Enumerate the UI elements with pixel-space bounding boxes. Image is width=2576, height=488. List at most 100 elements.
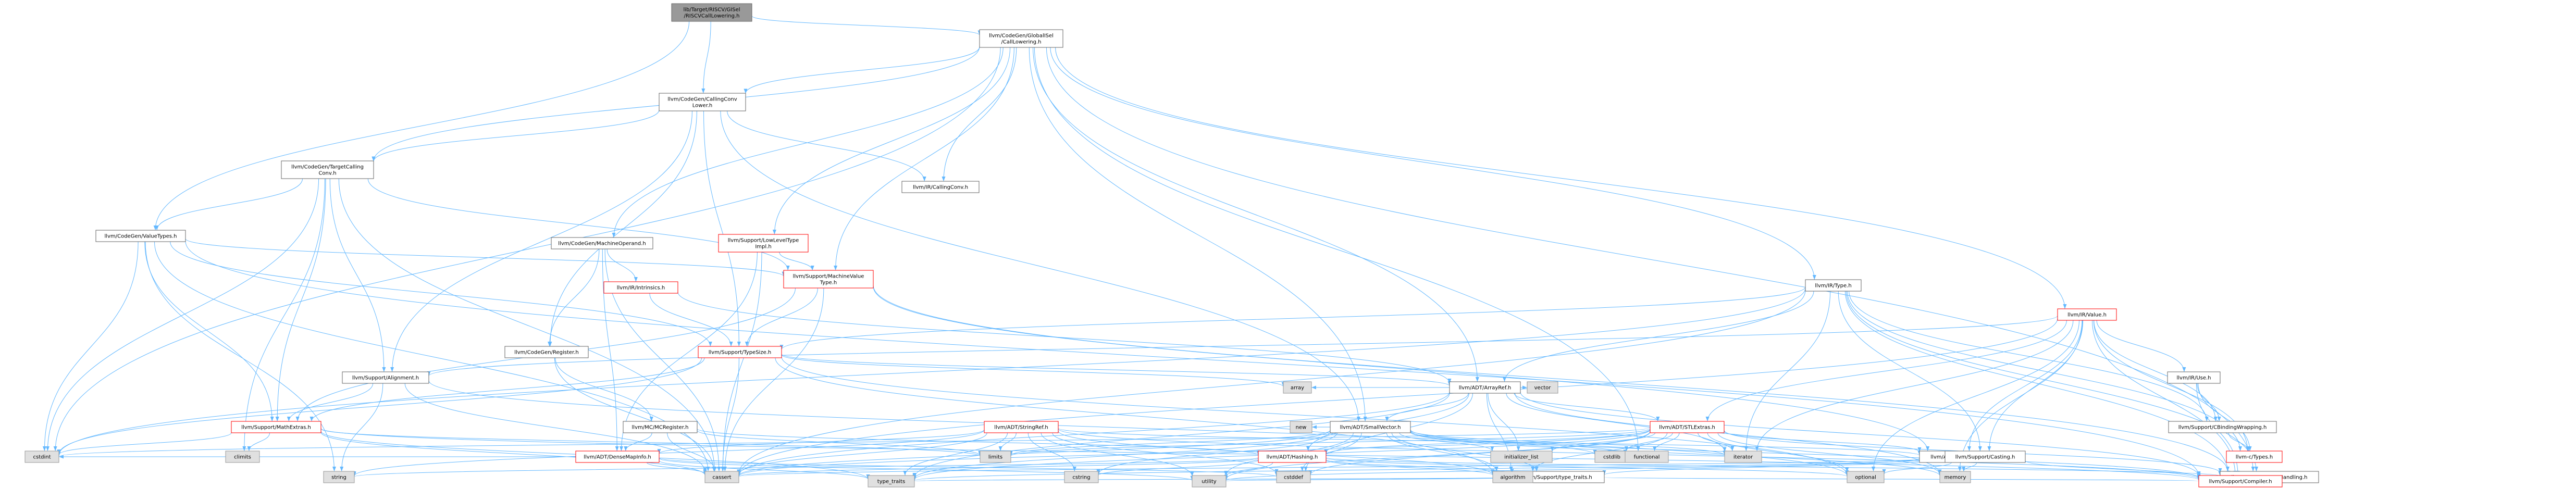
node-alignment[interactable]: llvm/Support/Alignment.h bbox=[342, 371, 429, 384]
include-edge bbox=[834, 47, 1014, 271]
node-arrayref[interactable]: llvm/ADT/ArrayRef.h bbox=[1449, 381, 1521, 394]
include-edge bbox=[873, 285, 2230, 472]
node-ir_type[interactable]: llvm/IR/Type.h bbox=[1805, 279, 1862, 292]
include-edge bbox=[145, 241, 336, 472]
node-s_array: array bbox=[1283, 381, 1312, 394]
include-edge-densemapinfo-to-s_type_traits bbox=[659, 460, 870, 480]
node-box bbox=[783, 270, 874, 289]
include-edge-targetcallingconv-to-machinevaluetype bbox=[367, 178, 790, 271]
node-box bbox=[281, 160, 374, 179]
node-box bbox=[623, 421, 698, 433]
node-stringref[interactable]: llvm/ADT/StringRef.h bbox=[984, 421, 1059, 433]
node-gisel_calllowering[interactable]: llvm/CodeGen/GlobalISel/CallLowering.h bbox=[979, 29, 1063, 48]
include-edge bbox=[185, 239, 786, 277]
include-edge-mcregister-to-densemapinfo bbox=[624, 432, 652, 452]
include-edge bbox=[1604, 476, 2199, 481]
node-box bbox=[1290, 421, 1312, 433]
node-typesize[interactable]: llvm/Support/TypeSize.h bbox=[698, 346, 782, 358]
node-mcregister[interactable]: llvm/MC/MCRegister.h bbox=[623, 421, 698, 433]
include-edge-ir_value-to-s_optional bbox=[1872, 320, 2079, 472]
include-edge-gisel_calllowering-to-s_cstdint bbox=[53, 47, 1001, 452]
include-edge-ir_type-to-arrayref bbox=[1503, 291, 1814, 382]
include-edge bbox=[1724, 431, 1922, 453]
node-label: string bbox=[331, 475, 346, 481]
node-label: cstdint bbox=[33, 455, 51, 460]
include-edge-smallvector-to-s_cstddef bbox=[1300, 432, 1362, 472]
node-label: Impl.h bbox=[755, 244, 771, 250]
node-stlextras[interactable]: llvm/ADT/STLExtras.h bbox=[1650, 421, 1725, 433]
node-compiler[interactable]: llvm/Support/Compiler.h bbox=[2198, 475, 2283, 487]
include-edge bbox=[1744, 291, 1831, 452]
include-edge bbox=[737, 290, 1806, 474]
node-ir_use[interactable]: llvm/IR/Use.h bbox=[2167, 371, 2221, 384]
node-s_memory: memory bbox=[1939, 471, 1971, 483]
node-ir_intrinsics[interactable]: llvm/IR/Intrinsics.h bbox=[603, 281, 678, 294]
include-edge bbox=[751, 16, 982, 35]
node-c_types[interactable]: llvm-c/Types.h bbox=[2226, 451, 2283, 463]
include-edge-ir_value-to-s_iterator bbox=[1755, 320, 2074, 452]
include-edge bbox=[1755, 320, 2074, 452]
include-edge-stlextras-to-s_initializer_list bbox=[1550, 432, 1656, 452]
node-ir_callingconv[interactable]: llvm/IR/CallingConv.h bbox=[901, 181, 980, 193]
include-edge bbox=[873, 286, 1930, 452]
include-edge-targetcallingconv-to-alignment bbox=[329, 178, 386, 372]
include-edge-stringref-to-s_string bbox=[352, 430, 985, 476]
include-edge bbox=[737, 457, 1946, 477]
include-edge-machineoperand-to-codegen_register bbox=[548, 248, 600, 347]
node-label: llvm/ADT/Hashing.h bbox=[1267, 455, 1318, 460]
node-s_algorithm: algorithm bbox=[1492, 471, 1533, 483]
node-cbindingwrapping[interactable]: llvm/Support/CBindingWrapping.h bbox=[2168, 421, 2277, 433]
node-root[interactable]: lib/Target/RISCV/GISel/RISCVCallLowering… bbox=[671, 3, 752, 22]
include-edge bbox=[775, 357, 1495, 474]
node-label: initializer_list bbox=[1504, 455, 1539, 460]
include-edge bbox=[2197, 383, 2221, 422]
node-s_cassert: cassert bbox=[704, 471, 739, 483]
include-edge bbox=[144, 241, 274, 422]
node-casting[interactable]: llvm/Support/Casting.h bbox=[1945, 451, 2026, 463]
include-edge-gisel_calllowering-to-errorhandling bbox=[1046, 47, 2255, 472]
node-hashing[interactable]: llvm/ADT/Hashing.h bbox=[1258, 451, 1327, 463]
include-edge-casting-to-compiler bbox=[2025, 460, 2201, 478]
include-edge-typesize-to-arrayref bbox=[781, 354, 1452, 386]
node-label: llvm/IR/Value.h bbox=[2067, 312, 2107, 318]
include-edge-ir_value-to-s_memory bbox=[1958, 320, 2083, 472]
include-edge bbox=[677, 292, 1452, 383]
node-box bbox=[1449, 381, 1521, 394]
include-edge-alignment-to-mathextras bbox=[287, 383, 374, 422]
node-box bbox=[1064, 471, 1099, 483]
include-edge bbox=[737, 457, 1259, 477]
node-machineoperand[interactable]: llvm/CodeGen/MachineOperand.h bbox=[551, 237, 653, 249]
node-codegen_register[interactable]: llvm/CodeGen/Register.h bbox=[504, 346, 589, 358]
include-edge-mathextras-to-s_climits bbox=[247, 432, 270, 452]
node-label: llvm/Support/type_traits.h bbox=[1524, 475, 1592, 481]
include-edge bbox=[247, 432, 270, 452]
node-densemapinfo[interactable]: llvm/ADT/DenseMapInfo.h bbox=[575, 451, 660, 463]
node-valuetypes[interactable]: llvm/CodeGen/ValueTypes.h bbox=[95, 230, 186, 242]
include-edge-hashing-to-s_utility bbox=[1224, 462, 1273, 477]
include-edge bbox=[1050, 47, 1816, 280]
include-edge-ir_intrinsics-to-arrayref bbox=[677, 292, 1452, 383]
node-ir_value[interactable]: llvm/IR/Value.h bbox=[2057, 308, 2117, 321]
node-label: llvm/Support/Compiler.h bbox=[2209, 479, 2272, 485]
include-edge-codegen_register-to-s_cassert bbox=[554, 357, 716, 472]
include-edge bbox=[1096, 459, 1259, 476]
node-s_type_traits: type_traits bbox=[868, 475, 915, 487]
include-edge bbox=[320, 429, 982, 457]
include-edge-typesize-to-mathextras bbox=[309, 357, 705, 422]
include-edge bbox=[1550, 432, 1656, 452]
node-label: cstring bbox=[1072, 475, 1090, 481]
include-edge bbox=[404, 383, 707, 472]
node-mathextras[interactable]: llvm/Support/MathExtras.h bbox=[231, 421, 321, 433]
include-edge bbox=[1224, 431, 1651, 480]
node-s_string: string bbox=[323, 471, 355, 483]
include-edge bbox=[42, 241, 139, 452]
include-edge-stlextras-to-s_utility bbox=[1224, 431, 1651, 480]
node-smallvector[interactable]: llvm/ADT/SmallVector.h bbox=[1330, 421, 1411, 433]
node-label: climits bbox=[234, 455, 251, 460]
include-edge bbox=[942, 47, 1017, 182]
node-label: llvm/Support/CBindingWrapping.h bbox=[2178, 425, 2267, 431]
